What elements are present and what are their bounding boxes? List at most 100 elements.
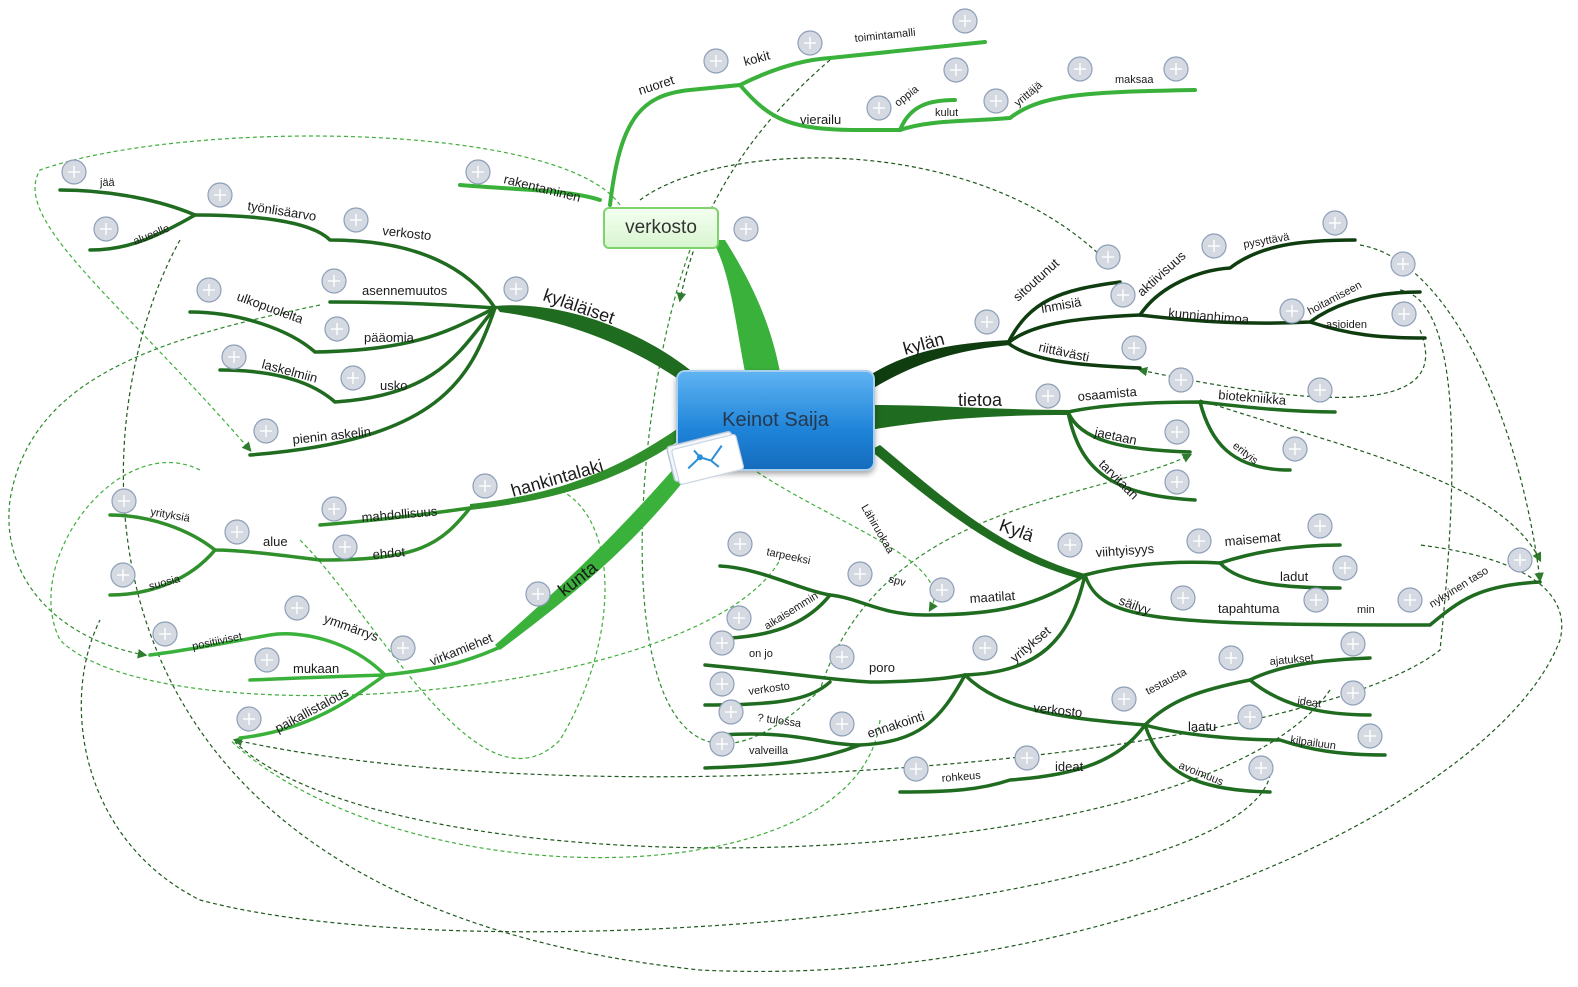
relationship-line[interactable]	[50, 462, 781, 697]
topic-suosia[interactable]: suosia	[148, 573, 183, 593]
topic-tapahtuma[interactable]: tapahtuma	[1218, 601, 1280, 616]
note-icon[interactable]	[1186, 528, 1212, 554]
relationship-line[interactable]	[299, 489, 606, 759]
topic-maatilat[interactable]: maatilat	[969, 588, 1016, 606]
topic-lahiruokaa[interactable]: Lähiruokaa	[858, 503, 896, 557]
topic-ehdot[interactable]: ehdot	[372, 544, 406, 562]
topic-ajatukset[interactable]: ajatukset	[1269, 652, 1314, 668]
topic-laskelmiin[interactable]: laskelmiin	[260, 356, 319, 385]
note-icon[interactable]	[1307, 377, 1333, 403]
note-icon[interactable]	[1164, 419, 1190, 445]
topic-verkosto[interactable]: verkosto	[382, 223, 432, 243]
relationship-line[interactable]	[122, 239, 1563, 972]
topic-kunnianhimoa[interactable]: kunnianhimoa	[1168, 305, 1251, 327]
note-icon[interactable]	[1332, 555, 1358, 581]
topic-tarpeeksi[interactable]: tarpeeksi	[765, 546, 811, 567]
note-icon[interactable]	[152, 621, 178, 647]
branch-tietoa[interactable]	[870, 405, 1070, 430]
note-icon[interactable]	[525, 581, 551, 607]
topic-tarvitaan[interactable]: tarvitaan	[1096, 457, 1142, 503]
note-icon[interactable]	[224, 519, 250, 545]
note-icon[interactable]	[1248, 755, 1274, 781]
note-icon[interactable]	[503, 276, 529, 302]
note-icon[interactable]	[1390, 251, 1416, 277]
note-icon[interactable]	[1340, 680, 1366, 706]
topic-vierailu[interactable]: vierailu	[800, 112, 841, 127]
topic-kulut[interactable]: kulut	[935, 107, 958, 119]
note-icon[interactable]	[1397, 587, 1423, 613]
topic-toimintamalli[interactable]: toimintamalli	[854, 27, 916, 45]
relationship-line[interactable]	[80, 619, 1272, 933]
note-icon[interactable]	[254, 647, 280, 673]
branch-verkosto[interactable]	[712, 240, 780, 372]
topic-verkosto-yritykset[interactable]: verkosto	[1033, 700, 1083, 720]
topic-biotekniikka[interactable]: biotekniikka	[1218, 387, 1288, 408]
note-icon[interactable]	[718, 699, 744, 725]
note-icon[interactable]	[1164, 469, 1190, 495]
note-icon[interactable]	[1201, 233, 1227, 259]
note-icon[interactable]	[829, 711, 855, 737]
note-icon[interactable]	[390, 635, 416, 661]
note-icon[interactable]	[472, 473, 498, 499]
note-icon[interactable]	[847, 561, 873, 587]
note-icon[interactable]	[321, 268, 347, 294]
topic-valveilla[interactable]: valveilla	[749, 745, 789, 757]
topic-rakentaminen[interactable]: rakentaminen	[502, 171, 582, 205]
note-icon[interactable]	[1067, 56, 1093, 82]
topic-spv[interactable]: spv	[887, 573, 907, 589]
note-icon[interactable]	[110, 562, 136, 588]
relationship-line[interactable]	[641, 249, 1193, 745]
topic-mahdollisuus[interactable]: mahdollisuus	[361, 503, 438, 525]
note-icon[interactable]	[1121, 335, 1147, 361]
note-icon[interactable]	[1340, 631, 1366, 657]
topic-viihtyisyys[interactable]: viihtyisyys	[1095, 541, 1155, 560]
note-icon[interactable]	[1168, 367, 1194, 393]
note-icon[interactable]	[321, 496, 347, 522]
relationship-line[interactable]	[8, 304, 321, 659]
topic-on-jo[interactable]: on jo	[749, 648, 773, 660]
topic-tulossa[interactable]: ? tulossa	[757, 712, 803, 730]
note-icon[interactable]	[829, 644, 855, 670]
topic-min[interactable]: min	[1357, 604, 1375, 616]
note-icon[interactable]	[93, 216, 119, 242]
topic-maksaa[interactable]: maksaa	[1115, 74, 1154, 86]
topic-ideat-a[interactable]: ideat	[1297, 695, 1322, 710]
topic-verkosto-poro[interactable]: verkosto	[748, 680, 791, 698]
note-icon[interactable]	[284, 595, 310, 621]
note-icon[interactable]	[196, 277, 222, 303]
relationship-line[interactable]	[234, 689, 1331, 849]
relationship-line[interactable]	[229, 719, 881, 859]
note-icon[interactable]	[1110, 282, 1136, 308]
note-icon[interactable]	[1035, 383, 1061, 409]
topic-asennemuutos[interactable]: asennemuutos	[362, 283, 448, 298]
note-icon[interactable]	[253, 418, 279, 444]
topic-usko[interactable]: usko	[380, 378, 407, 393]
note-icon[interactable]	[1237, 704, 1263, 730]
topic-hoitamiseen[interactable]: hoitamiseen	[1306, 279, 1364, 317]
note-icon[interactable]	[1279, 298, 1305, 324]
note-icon[interactable]	[1507, 547, 1533, 573]
note-icon[interactable]	[236, 706, 262, 732]
topic-ladut[interactable]: ladut	[1280, 569, 1309, 584]
note-icon[interactable]	[903, 756, 929, 782]
subtopic-verkosto[interactable]: verkosto	[603, 207, 719, 249]
topic-poro[interactable]: poro	[869, 660, 895, 675]
relationship-line[interactable]	[34, 135, 621, 452]
note-icon[interactable]	[1111, 686, 1137, 712]
topic-positiiviset[interactable]: positiiviset	[191, 631, 243, 653]
branch-kylan[interactable]	[870, 340, 1010, 390]
note-icon[interactable]	[1057, 532, 1083, 558]
topic-oppia[interactable]: oppia	[892, 83, 921, 110]
note-icon[interactable]	[207, 182, 233, 208]
note-icon[interactable]	[1095, 244, 1121, 270]
note-icon[interactable]	[465, 159, 491, 185]
note-icon[interactable]	[1218, 645, 1244, 671]
branch-kyla[interactable]	[870, 445, 1085, 580]
note-icon[interactable]	[340, 365, 366, 391]
note-icon[interactable]	[1170, 585, 1196, 611]
topic-alueelle[interactable]: alueelle	[132, 222, 172, 247]
note-icon[interactable]	[1357, 723, 1383, 749]
topic-kokit[interactable]: kokit	[742, 47, 772, 69]
topic-ymmarrys[interactable]: ymmärrys	[322, 611, 381, 645]
note-icon[interactable]	[221, 344, 247, 370]
